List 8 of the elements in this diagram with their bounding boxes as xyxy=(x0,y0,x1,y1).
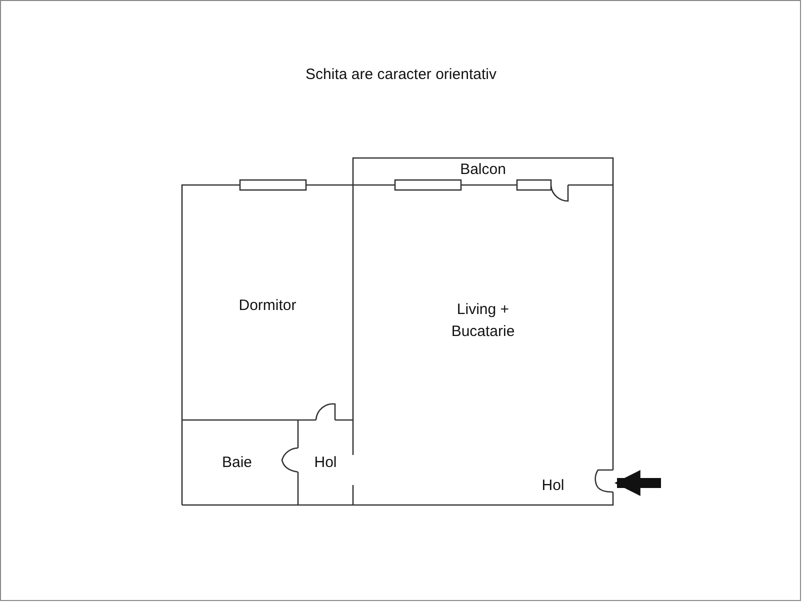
title: Schita are caracter orientativ xyxy=(304,65,498,85)
room-label: Baie xyxy=(220,453,254,473)
entrance-arrow xyxy=(614,470,661,496)
room-label: Balcon xyxy=(459,160,507,180)
room-label: Hol xyxy=(540,476,566,496)
room-label: Living + Bucatarie xyxy=(451,300,515,342)
room-label: Hol xyxy=(313,453,338,473)
room-label: Dormitor xyxy=(238,296,298,316)
